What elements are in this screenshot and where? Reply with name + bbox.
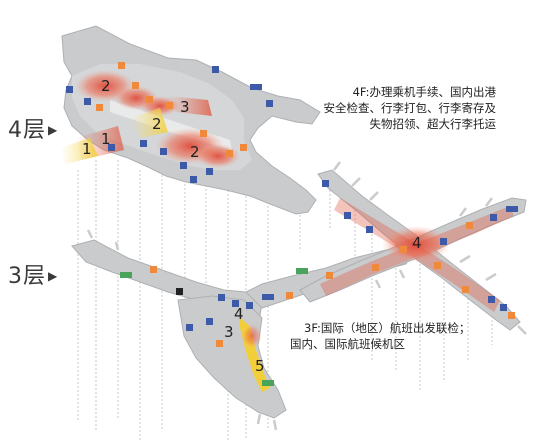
zone-number-control: 4 [234, 305, 244, 323]
floor-4-label: 4层▶ [8, 118, 59, 143]
floor-4-description: 4F:办理乘机手续、国内出港 安全检查、行李打包、行李寄存及 失物招领、超大行李… [323, 85, 497, 131]
gate-stubs [86, 161, 527, 431]
floor-4-icons [66, 62, 273, 183]
floor-3-building [71, 169, 527, 419]
zone-number-security-mid: 2 [152, 115, 162, 133]
zone-number-entrance: 1 [82, 140, 92, 158]
zone-number-pier: 4 [412, 234, 422, 252]
zone-number-yellow-corridor: 5 [255, 357, 265, 375]
zone-number-security-right: 3 [180, 98, 190, 116]
zone-number-entrance-2: 1 [101, 130, 111, 148]
zone-number-inspection: 3 [224, 323, 234, 341]
floor-4-building [60, 25, 321, 215]
zone-number-checkin-east: 2 [190, 143, 200, 161]
floor-3-icons [120, 180, 518, 386]
zone-number-checkin-west: 2 [101, 77, 111, 95]
floor-3-label: 3层▶ [8, 264, 59, 289]
floor-3-description: 3F:国际（地区）航班出发联检； 国内、国际航班候机区 [290, 321, 471, 351]
